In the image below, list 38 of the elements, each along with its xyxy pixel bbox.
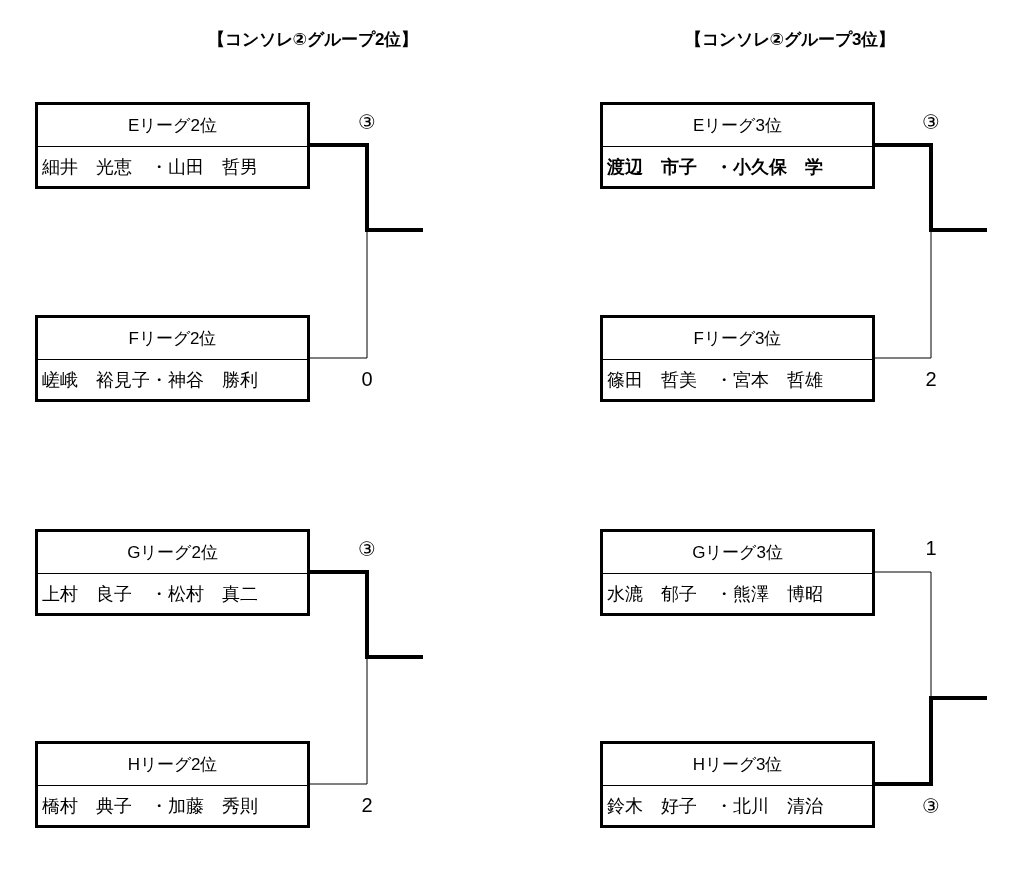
bracket-line [875, 696, 987, 786]
player-names: 嵯峨 裕見子・神谷 勝利 [41, 369, 259, 392]
bracket-line [875, 143, 987, 232]
score: ③ [922, 110, 940, 134]
score: ③ [358, 537, 376, 561]
group-heading: 【コンソレ②グループ2位】 [207, 29, 419, 51]
league-rank-heading: Fリーグ2位 [38, 318, 307, 360]
league-rank-heading: Gリーグ3位 [603, 532, 872, 574]
pair-box [600, 529, 875, 616]
league-rank-heading: Fリーグ3位 [603, 318, 872, 360]
pair-box [35, 102, 310, 189]
score: ③ [358, 110, 376, 134]
player-names: 篠田 哲美 ・宮本 哲雄 [606, 369, 824, 392]
score: 1 [925, 537, 937, 560]
league-rank-heading: Hリーグ3位 [603, 744, 872, 786]
pair-box [600, 102, 875, 189]
league-rank-heading: Hリーグ2位 [38, 744, 307, 786]
player-names: 橋村 典子 ・加藤 秀則 [41, 795, 259, 818]
player-names: 水漉 郁子 ・熊澤 博昭 [606, 583, 824, 606]
pair-box [35, 741, 310, 828]
score: 2 [361, 794, 373, 817]
player-names: 渡辺 市子 ・小久保 学 [606, 156, 824, 179]
bracket-line [310, 570, 423, 659]
score: 0 [361, 368, 373, 391]
player-names: 鈴木 好子 ・北川 清治 [606, 795, 824, 818]
bracket-line [310, 143, 423, 232]
score: 2 [925, 368, 937, 391]
player-names: 上村 良子 ・松村 真二 [41, 583, 259, 606]
score: ③ [922, 794, 940, 818]
league-rank-heading: Gリーグ2位 [38, 532, 307, 574]
player-names: 細井 光恵 ・山田 哲男 [41, 156, 259, 179]
pair-box [600, 741, 875, 828]
pair-box [35, 315, 310, 402]
league-rank-heading: Eリーグ2位 [38, 105, 307, 147]
league-rank-heading: Eリーグ3位 [603, 105, 872, 147]
pair-box [600, 315, 875, 402]
pair-box [35, 529, 310, 616]
group-heading: 【コンソレ②グループ3位】 [684, 29, 896, 51]
